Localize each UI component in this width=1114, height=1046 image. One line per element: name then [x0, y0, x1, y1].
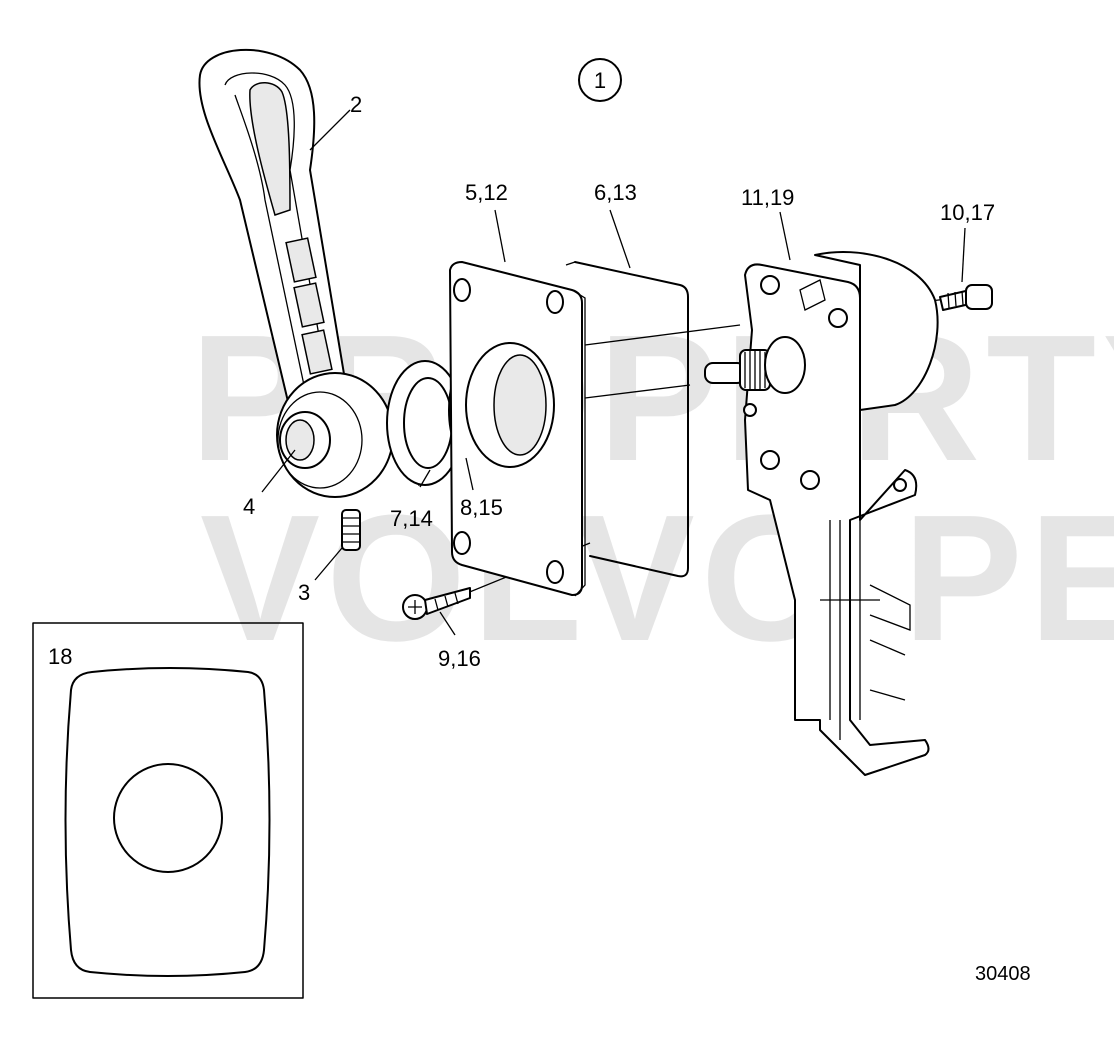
- wood-screw: [402, 587, 471, 620]
- callout-knob: 4: [243, 494, 255, 519]
- control-unit: [704, 251, 939, 776]
- callout-washer: 7,14: [390, 506, 433, 531]
- figure-number: 1: [594, 68, 606, 93]
- gasket: [565, 261, 689, 578]
- callout-bolt: 10,17: [940, 200, 995, 225]
- set-screw: [341, 509, 361, 551]
- bolt: [939, 284, 993, 311]
- callout-labels: 2 4 3 5,12 6,13 11,19 10,17 7,14 8,15 9,…: [243, 92, 995, 671]
- callout-wood-screw: 9,16: [438, 646, 481, 671]
- callout-lever: 2: [350, 92, 362, 117]
- callout-o-ring: 8,15: [460, 495, 503, 520]
- figure-number-badge: 1: [578, 58, 622, 102]
- mounting-plate: [449, 261, 586, 597]
- callout-plate: 5,12: [465, 180, 508, 205]
- leader-lines: [261, 109, 966, 636]
- drawing-number: 30408: [975, 963, 1031, 985]
- knob-hub: [276, 372, 394, 498]
- callout-gasket: 6,13: [594, 180, 637, 205]
- callout-control-unit: 11,19: [741, 185, 794, 210]
- callout-cover-plate: 18: [48, 644, 72, 669]
- cover-plate-inset: 18: [32, 622, 304, 999]
- washer: [386, 360, 464, 486]
- watermark-line-2: VOLVO PENTA: [200, 478, 1114, 679]
- callout-set-screw: 3: [298, 580, 310, 605]
